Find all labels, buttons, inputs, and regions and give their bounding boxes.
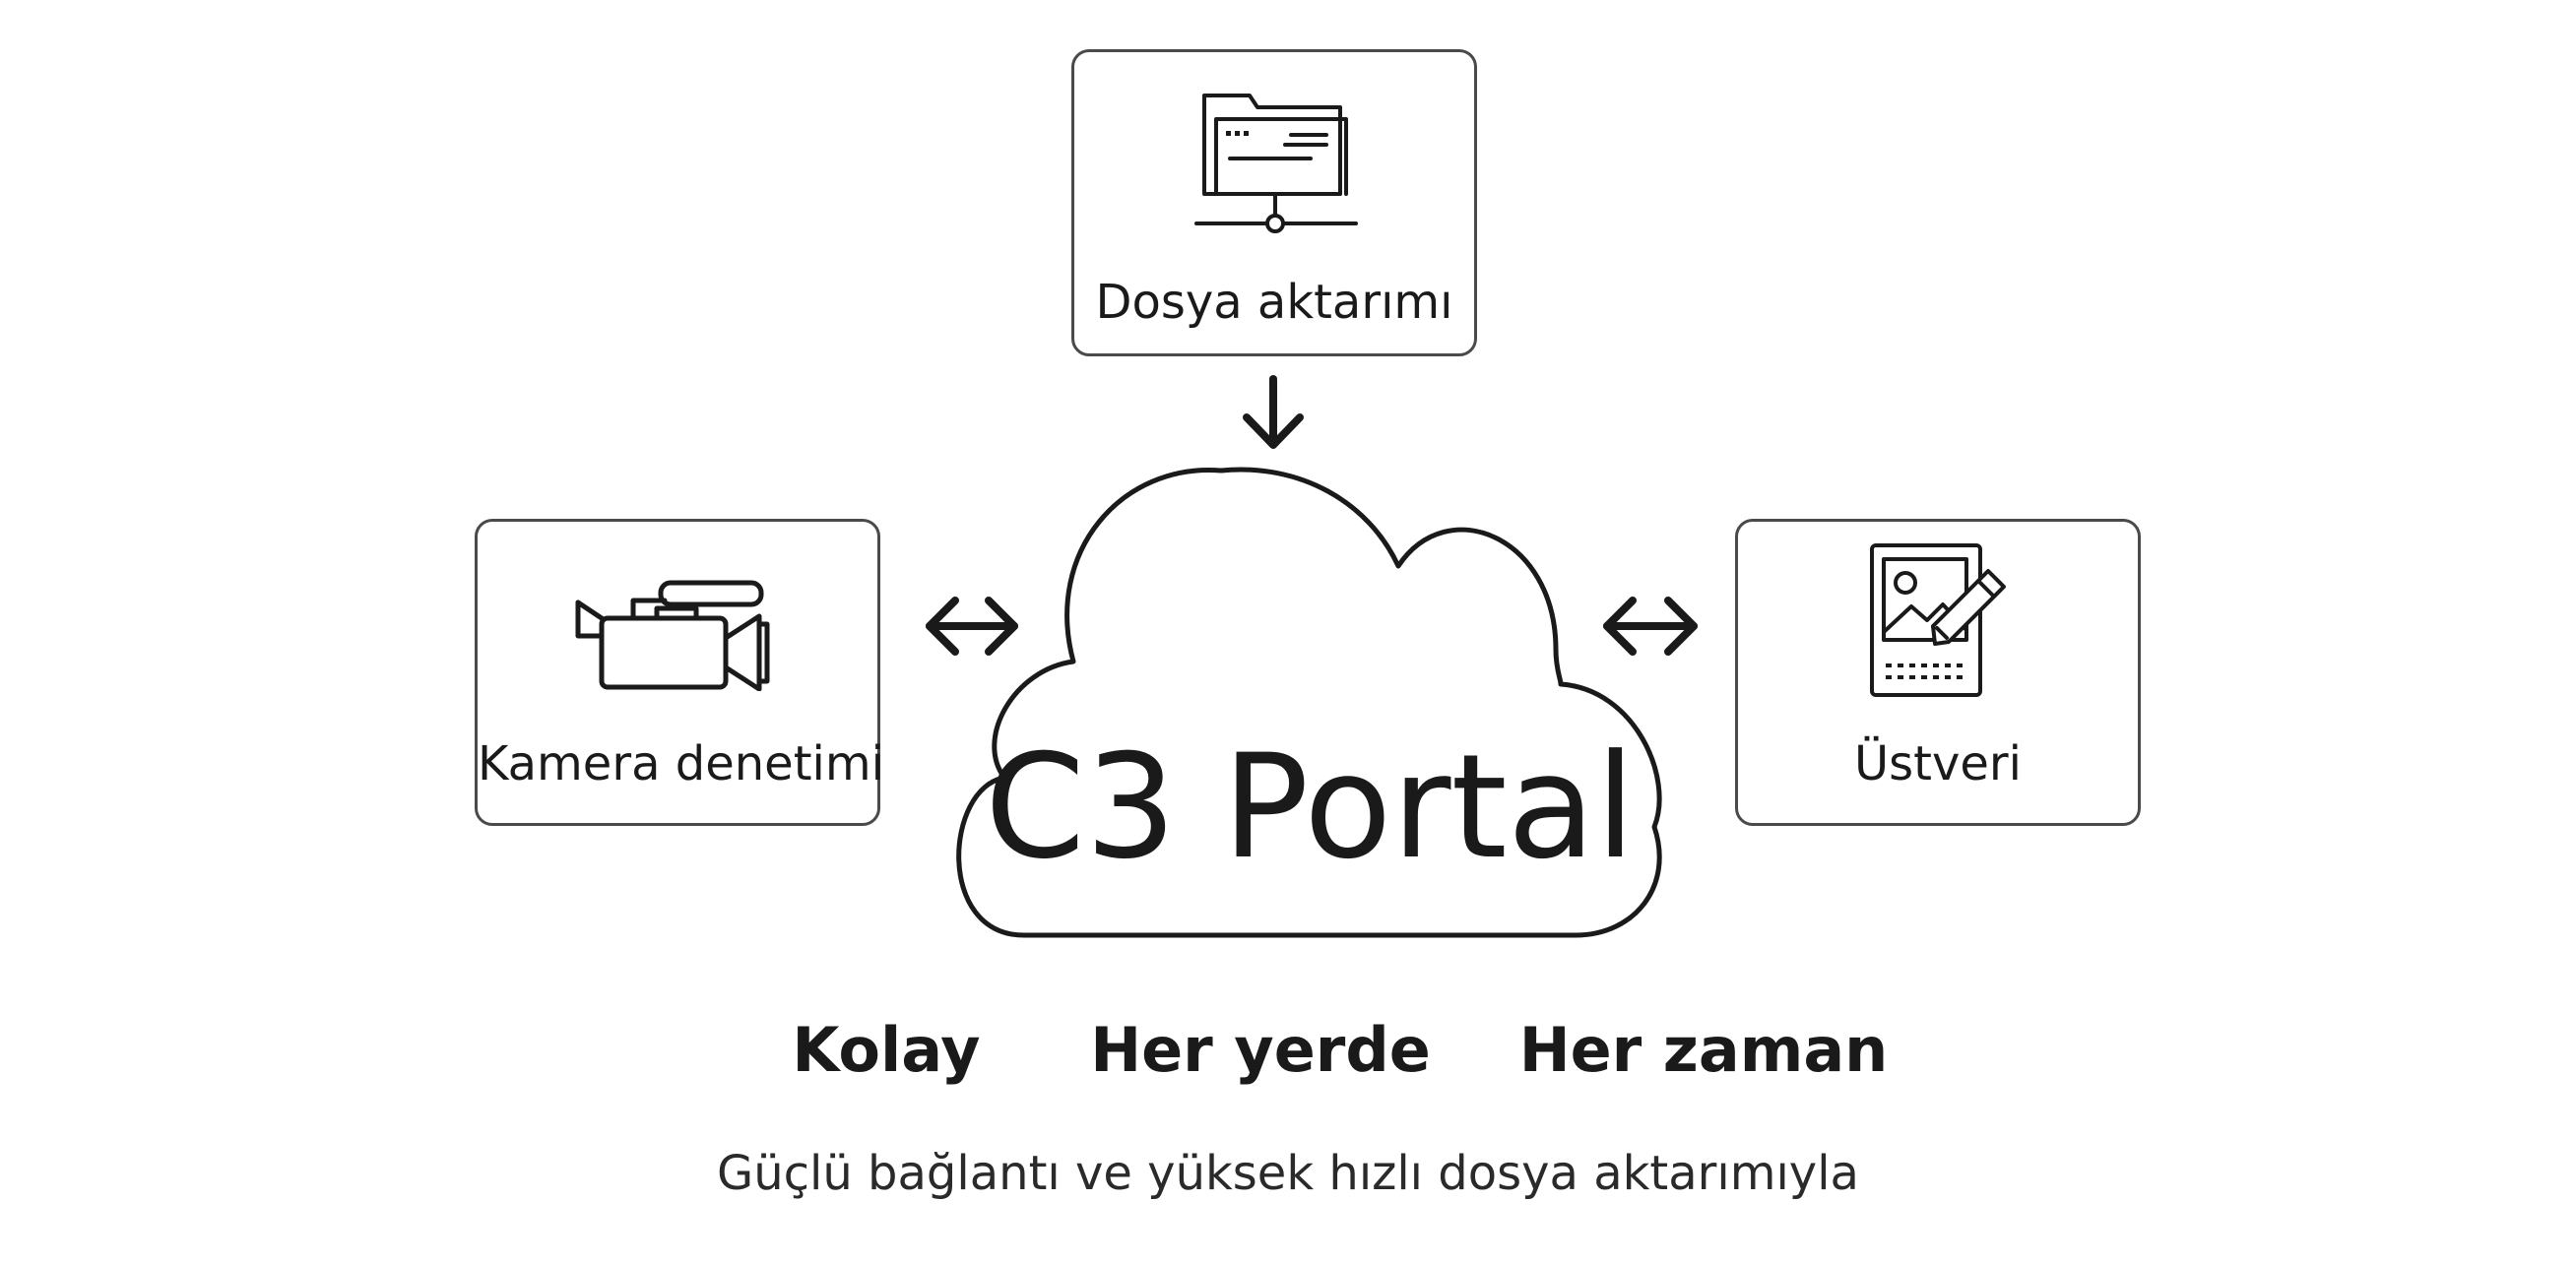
cloud-shape [956, 467, 1662, 938]
keyword-anytime: Her zaman [1518, 1014, 1889, 1086]
metadata-label: Üstveri [1854, 736, 2022, 791]
file-transfer-box: Dosya aktarımı [1071, 49, 1477, 356]
cloud-title: C3 Portal [985, 724, 1636, 891]
file-transfer-label: Dosya aktarımı [1095, 275, 1453, 330]
metadata-box: Üstveri [1735, 519, 2141, 826]
video-camera-icon [575, 580, 770, 691]
keyword-easy: Kolay [792, 1014, 981, 1086]
arrow-bidirectional-right-icon [1603, 597, 1698, 656]
tagline: Güçlü bağlantı ve yüksek hızlı dosya akt… [717, 1146, 1859, 1201]
camera-control-box: Kamera denetimi [475, 519, 884, 826]
arrow-bidirectional-left-icon [926, 597, 1018, 656]
network-folder-icon [1194, 94, 1358, 233]
camera-control-label: Kamera denetimi [478, 736, 884, 791]
image-edit-icon [1870, 543, 2006, 697]
keyword-anywhere: Her yerde [1090, 1014, 1431, 1086]
arrow-down-icon [1243, 375, 1304, 449]
